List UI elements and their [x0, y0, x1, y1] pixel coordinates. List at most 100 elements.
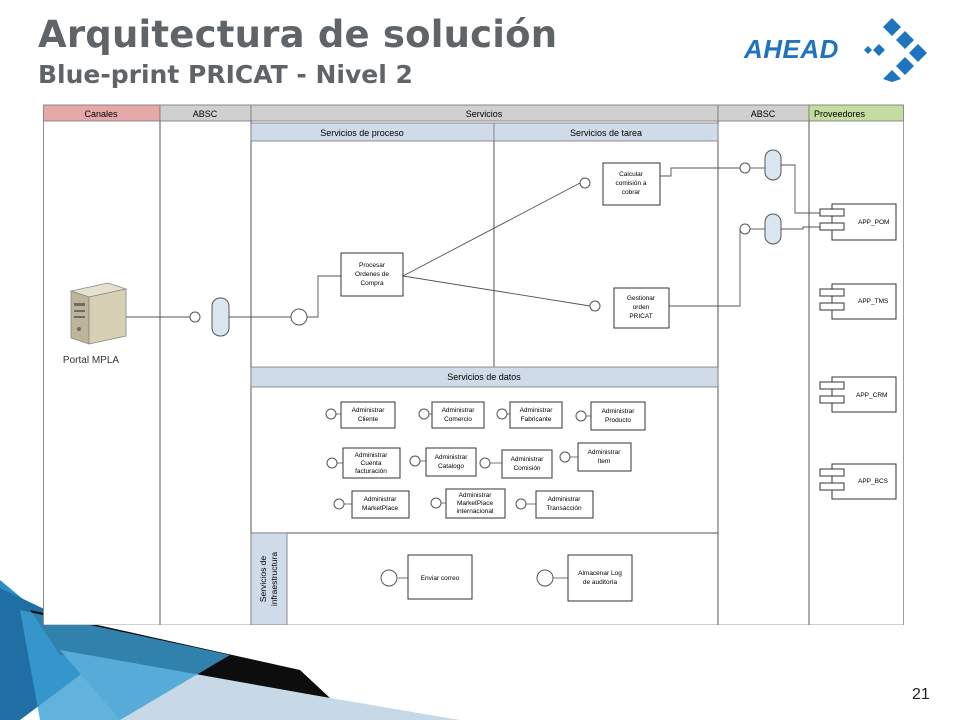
- absc-connector-icon: [764, 149, 782, 181]
- data-service-fabricante-line-2: Fabricante: [521, 416, 552, 423]
- data-service-cliente-line-2: Cliente: [358, 416, 379, 423]
- infra-service-almacenar-log-line-1: Almacenar Log: [578, 570, 622, 577]
- port-icon: [579, 177, 591, 189]
- port-icon: [409, 455, 421, 467]
- provider-app-crm-label: APP_CRM: [856, 392, 887, 399]
- data-service-item-line-2: Item: [598, 458, 611, 465]
- lane-label-absc-left: ABSC: [193, 109, 218, 119]
- section-label-proceso: Servicios de proceso: [320, 128, 404, 138]
- logo-diamonds-icon: [864, 18, 927, 82]
- task-calcular-comision-line-2: comisión a: [615, 180, 646, 187]
- lane-label-servicios: Servicios: [466, 109, 503, 119]
- port-icon: [739, 162, 751, 174]
- section-servicios-datos: [250, 366, 719, 388]
- data-service-fabricante: [509, 401, 563, 429]
- provider-app-tms: APP_TMS: [819, 283, 897, 320]
- data-service-marketplace-line-1: Administrar: [364, 496, 398, 503]
- ahead-logo: AHEAD: [742, 16, 932, 82]
- provider-app-pom: APP_POM: [819, 203, 897, 241]
- task-calcular-comision-line-3: cobrar: [622, 189, 641, 196]
- data-service-catalogo: [425, 447, 477, 477]
- task-gestionar-orden-line-2: orden: [633, 304, 650, 311]
- data-service-cliente: [340, 401, 396, 429]
- port-icon: [479, 457, 491, 469]
- data-service-marketplace-line-2: MarketPlace: [362, 505, 399, 512]
- port-icon: [559, 451, 571, 463]
- data-service-marketplace-internacional: [445, 488, 506, 519]
- section-label-infra-1: Servicios de: [258, 556, 268, 603]
- process-procesar-ordenes-line-2: Ordenes de: [355, 271, 389, 278]
- provider-app-bcs-label: APP_BCS: [858, 478, 889, 485]
- logo-text: AHEAD: [744, 34, 839, 64]
- data-service-catalogo-line-1: Administrar: [435, 454, 469, 461]
- section-label-tarea: Servicios de tarea: [570, 128, 642, 138]
- provider-app-crm: APP_CRM: [819, 376, 897, 413]
- page-number: 21: [912, 686, 930, 703]
- port-icon: [189, 311, 201, 323]
- port-icon: [418, 408, 430, 420]
- port-icon: [739, 223, 751, 235]
- data-service-transaccion-line-2: Transacción: [546, 505, 582, 512]
- lane-label-absc-right: ABSC: [751, 109, 776, 119]
- port-icon: [496, 408, 508, 420]
- data-service-cuenta-line-1: Administrar: [355, 452, 389, 459]
- port-icon: [326, 457, 338, 469]
- port-icon: [380, 569, 398, 587]
- infra-service-almacenar-log-line-2: de auditoría: [583, 579, 618, 586]
- data-service-producto-line-2: Producto: [605, 417, 631, 424]
- port-icon: [589, 300, 601, 312]
- data-service-transaccion: [535, 490, 594, 519]
- data-service-comercio: [431, 401, 485, 429]
- data-service-comision-line-2: Comisión: [513, 465, 540, 472]
- absc-connector-icon: [211, 297, 230, 337]
- data-service-cuenta-line-2: Cuenta: [361, 460, 382, 467]
- data-service-producto: [590, 401, 646, 431]
- port-icon: [536, 569, 554, 587]
- process-procesar-ordenes-line-3: Compra: [360, 280, 384, 287]
- data-service-cliente-line-1: Administrar: [352, 407, 386, 414]
- process-procesar-ordenes: [340, 252, 404, 297]
- section-servicios-tarea: [493, 122, 719, 142]
- port-icon: [290, 308, 308, 326]
- task-gestionar-orden: [613, 287, 670, 329]
- slide-subtitle: Blue-print PRICAT - Nivel 2: [38, 60, 413, 89]
- server-icon: [69, 282, 128, 345]
- task-gestionar-orden-line-1: Gestionar: [627, 295, 656, 302]
- lane-label-proveedores: Proveedores: [814, 109, 866, 119]
- infra-service-enviar-correo: [407, 554, 473, 600]
- port-icon: [333, 498, 345, 510]
- section-servicios-infraestructura: [250, 532, 288, 625]
- data-service-marketplace-internacional-line-2: MarketPlace: [457, 500, 494, 507]
- data-service-cuenta-line-3: facturación: [355, 468, 387, 475]
- provider-app-bcs: APP_BCS: [819, 463, 897, 500]
- section-label-infra-2: infraestructura: [269, 552, 279, 607]
- corner-decoration: [0, 580, 460, 720]
- data-service-marketplace-internacional-line-3: internacional: [457, 508, 494, 515]
- lane-label-canales: Canales: [84, 109, 118, 119]
- data-service-comercio-line-1: Administrar: [442, 407, 476, 414]
- data-service-producto-line-1: Administrar: [602, 408, 636, 415]
- data-service-marketplace: [351, 490, 410, 519]
- port-icon: [515, 498, 527, 510]
- port-icon: [575, 410, 587, 422]
- data-service-marketplace-internacional-line-1: Administrar: [459, 492, 493, 499]
- task-gestionar-orden-line-3: PRICAT: [629, 313, 652, 320]
- task-calcular-comision: [602, 162, 661, 206]
- slide-title: Arquitectura de solución: [38, 13, 558, 56]
- provider-app-tms-label: APP_TMS: [858, 298, 889, 305]
- infra-service-enviar-correo-line-1: Enviar correo: [421, 575, 460, 582]
- portal-label: Portal MPLA: [63, 355, 119, 366]
- data-service-comercio-line-2: Comercio: [444, 416, 472, 423]
- data-service-item-line-1: Administrar: [588, 449, 622, 456]
- data-service-cuenta: [342, 447, 401, 479]
- data-service-catalogo-line-2: Catalogo: [438, 463, 464, 470]
- port-icon: [430, 497, 442, 509]
- port-icon: [325, 408, 337, 420]
- section-label-datos: Servicios de datos: [447, 372, 521, 382]
- task-calcular-comision-line-1: Calcular: [619, 171, 644, 178]
- absc-connector-icon: [764, 213, 782, 245]
- provider-app-pom-label: APP_POM: [858, 219, 889, 226]
- data-service-transaccion-line-1: Administrar: [548, 496, 582, 503]
- data-service-fabricante-line-1: Administrar: [520, 407, 554, 414]
- data-service-comision: [501, 449, 553, 479]
